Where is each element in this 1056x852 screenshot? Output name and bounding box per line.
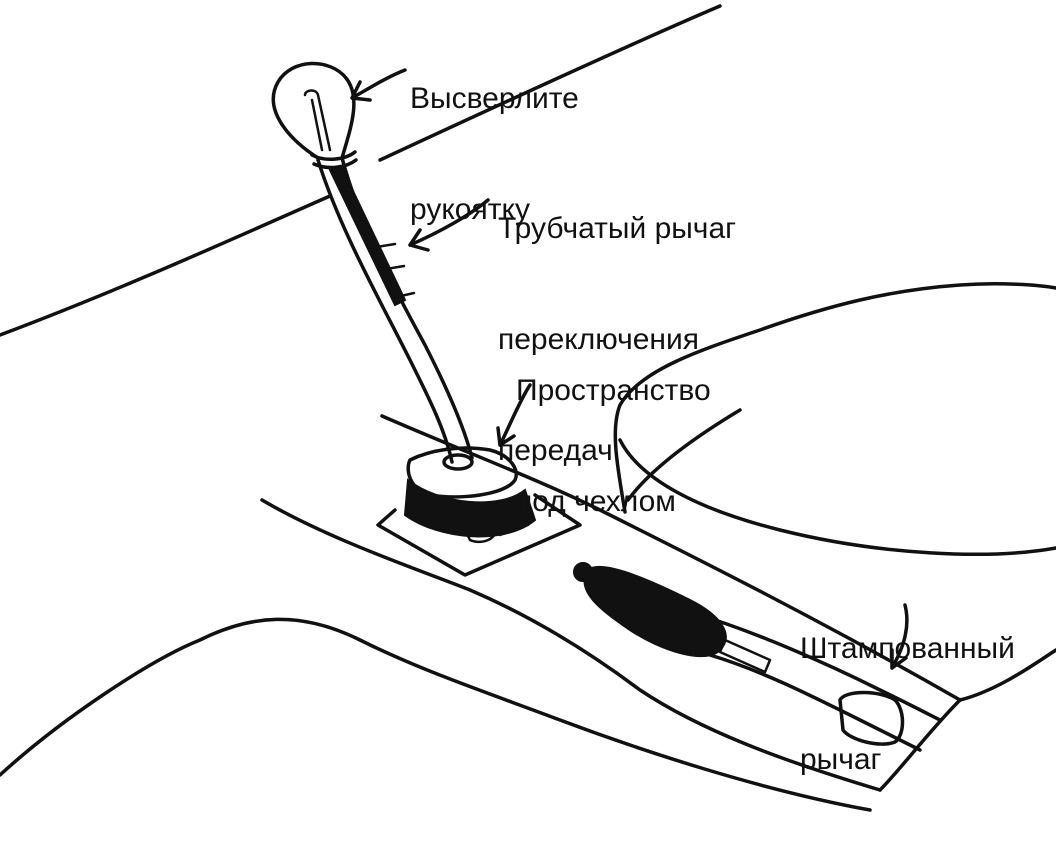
seat-front-face xyxy=(618,438,1056,556)
label-boot-space: Пространство под чехлом xyxy=(516,298,711,594)
label-drill-handle-line2: рукоятку xyxy=(410,193,530,226)
lever-tube-left xyxy=(316,158,454,464)
label-boot-space-line1: Пространство xyxy=(516,374,711,407)
arrow-stamped-lever xyxy=(890,603,909,670)
lever-tube-shading xyxy=(328,166,407,307)
stamped-lever-body xyxy=(708,618,942,752)
gear-lever-drawing xyxy=(0,4,1056,812)
arrow-boot-space xyxy=(496,383,532,447)
label-stamped-lever-line2: рычаг xyxy=(800,743,882,776)
lever-bands xyxy=(368,242,416,300)
boot-bellows xyxy=(403,478,537,538)
arrow-tube-lever xyxy=(408,198,490,252)
boot-plate xyxy=(376,493,582,577)
boot-linkage xyxy=(458,508,530,544)
label-stamped-lever: Штампованный рычаг xyxy=(800,556,1015,852)
console-right-edge xyxy=(958,648,1056,702)
knob-outline xyxy=(271,61,356,160)
knob-collar xyxy=(310,150,358,170)
label-tube-lever: Трубчатый рычаг переключения передач xyxy=(498,136,736,543)
label-boot-space-line2: под чехлом xyxy=(516,485,676,518)
label-tube-lever-line1: Трубчатый рычаг xyxy=(498,212,737,245)
seat-back xyxy=(626,408,742,502)
label-tube-lever-line3: передач xyxy=(498,434,613,467)
illustration: Высверлите рукоятку Трубчатый рычаг пере… xyxy=(0,4,1056,812)
console-left-edge xyxy=(260,498,882,792)
knob-bore xyxy=(303,89,332,152)
floor-tunnel xyxy=(0,617,872,812)
console-top-edge xyxy=(380,414,962,702)
stamped-lever-slot xyxy=(718,638,772,674)
stamped-lever-end xyxy=(838,690,905,746)
dashboard-upper-edge xyxy=(0,4,722,337)
arrow-handle xyxy=(350,68,407,102)
stamped-lever-button xyxy=(573,562,593,582)
label-drill-handle: Высверлите рукоятку xyxy=(410,6,579,302)
label-drill-handle-line1: Высверлите xyxy=(410,82,579,115)
label-stamped-lever-line1: Штампованный xyxy=(800,632,1015,665)
seat-cushion xyxy=(613,282,1056,514)
label-tube-lever-line2: переключения xyxy=(498,323,699,356)
boot-hole xyxy=(442,453,474,471)
